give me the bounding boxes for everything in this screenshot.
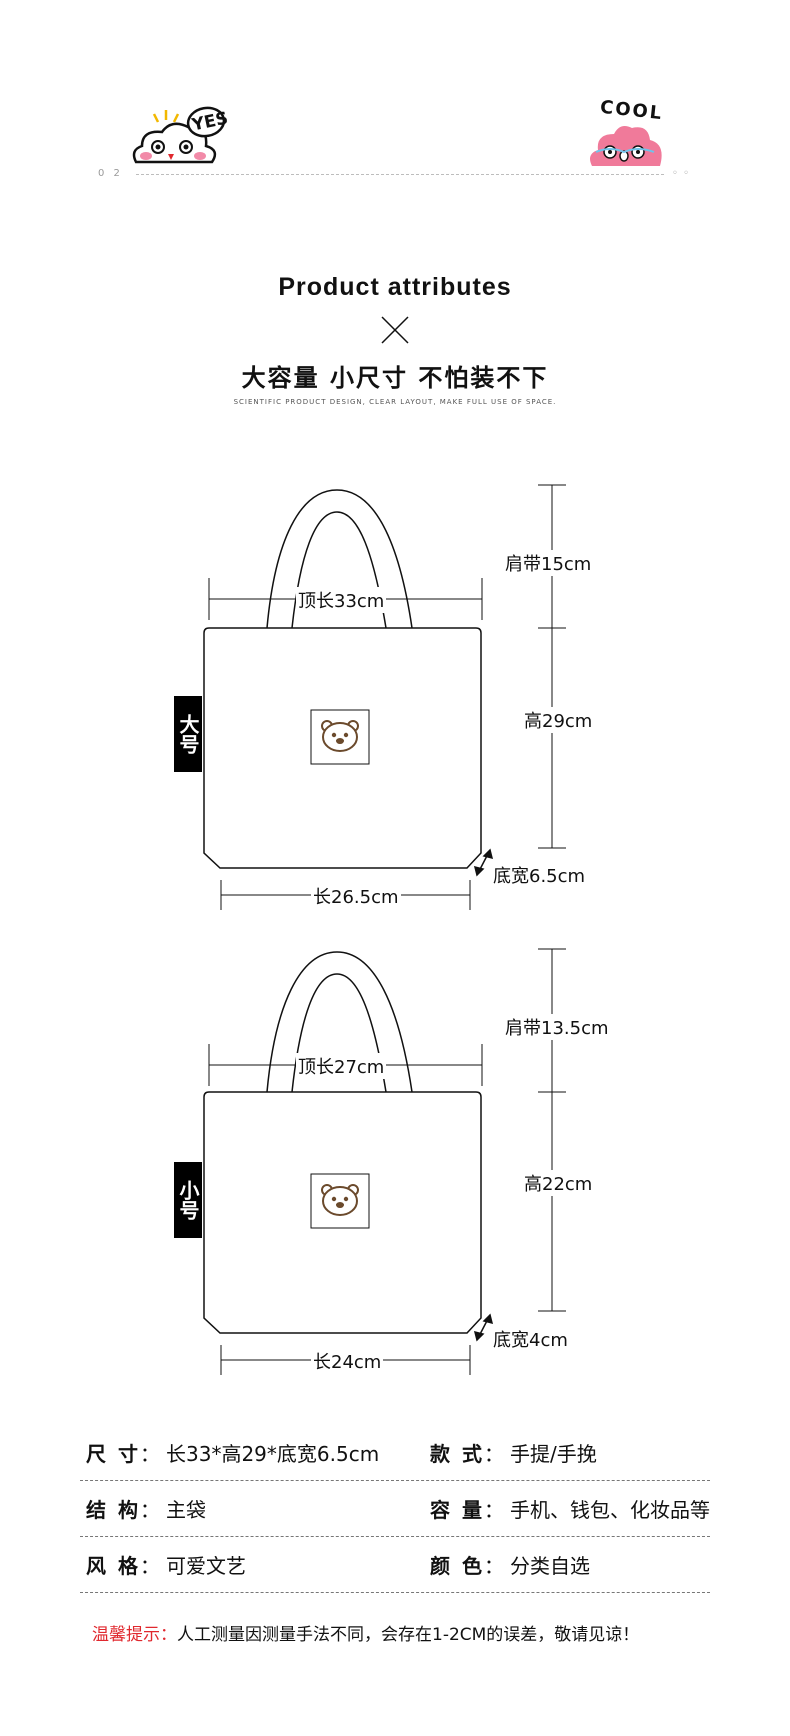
spec-label-size: 尺寸 — [86, 1442, 150, 1466]
spec-value-design-style: 可爱文艺 — [166, 1554, 246, 1578]
spec-colon: ： — [140, 1498, 160, 1522]
tip-label: 温馨提示： — [92, 1625, 177, 1645]
small-bottom-width-label: 底宽4cm — [491, 1326, 570, 1352]
spec-label-structure: 结构 — [86, 1498, 150, 1522]
small-strap-label: 肩带13.5cm — [503, 1014, 611, 1040]
spec-value-size: 长33*高29*底宽6.5cm — [166, 1442, 380, 1466]
section-title: Product attributes — [278, 273, 512, 301]
large-top-length-label: 顶长33cm — [296, 587, 387, 613]
small-bag-bear-icon — [321, 1184, 359, 1216]
large-bag-bear-icon — [321, 720, 359, 752]
small-depth-arrow-icon — [473, 1313, 494, 1342]
section-tagline: SCIENTIFIC PRODUCT DESIGN, CLEAR LAYOUT,… — [233, 398, 557, 406]
large-length-label: 长26.5cm — [311, 883, 401, 909]
spec-colon: ： — [140, 1554, 160, 1578]
spec-value-capacity: 手机、钱包、化妆品等 — [510, 1498, 710, 1522]
spec-row-2: 结构：主袋 容量：手机、钱包、化妆品等 — [80, 1480, 710, 1537]
spec-row-1: 尺寸：长33*高29*底宽6.5cm 款式：手提/手挽 — [80, 1424, 710, 1481]
tip-text: 人工测量因测量手法不同，会存在1-2CM的误差，敬请见谅！ — [177, 1625, 640, 1645]
small-length-label: 长24cm — [311, 1348, 384, 1374]
large-height-label: 高29cm — [522, 707, 595, 733]
large-vertical-dimension — [538, 484, 566, 849]
large-bottom-width-label: 底宽6.5cm — [491, 862, 588, 888]
spec-colon: ： — [484, 1498, 504, 1522]
spec-colon: ： — [484, 1554, 504, 1578]
yes-cloud-sticker-icon — [132, 106, 226, 164]
section-subtitle: 大容量 小尺寸 不怕装不下 — [241, 364, 549, 392]
cool-cloud-sticker-icon — [590, 126, 662, 166]
small-top-length-label: 顶长27cm — [296, 1053, 387, 1079]
small-vertical-dimension — [538, 948, 566, 1312]
spec-colon: ： — [484, 1442, 504, 1466]
spec-label-style: 款式 — [430, 1442, 494, 1466]
spec-label-capacity: 容量 — [430, 1498, 494, 1522]
large-strap-label: 肩带15cm — [503, 550, 594, 576]
small-bag-outline — [203, 951, 482, 1334]
header-dots: ◦ ◦ — [672, 168, 690, 179]
page-number: 0 2 — [98, 168, 123, 179]
spec-label-design-style: 风格 — [86, 1554, 150, 1578]
large-depth-arrow-icon — [473, 848, 494, 877]
small-height-label: 高22cm — [522, 1170, 595, 1196]
cross-divider-icon — [381, 316, 409, 344]
small-size-tag: 小号 — [174, 1162, 202, 1238]
spec-colon: ： — [140, 1442, 160, 1466]
spec-value-color: 分类自选 — [510, 1554, 590, 1578]
spec-value-style: 手提/手挽 — [510, 1442, 597, 1466]
spec-value-structure: 主袋 — [166, 1498, 206, 1522]
spec-row-3: 风格：可爱文艺 颜色：分类自选 — [80, 1536, 710, 1593]
spec-label-color: 颜色 — [430, 1554, 494, 1578]
large-size-tag: 大号 — [174, 696, 202, 772]
large-bag-outline — [203, 489, 482, 869]
header-divider — [136, 174, 664, 175]
measurement-tip: 温馨提示：人工测量因测量手法不同，会存在1-2CM的误差，敬请见谅！ — [92, 1620, 639, 1645]
